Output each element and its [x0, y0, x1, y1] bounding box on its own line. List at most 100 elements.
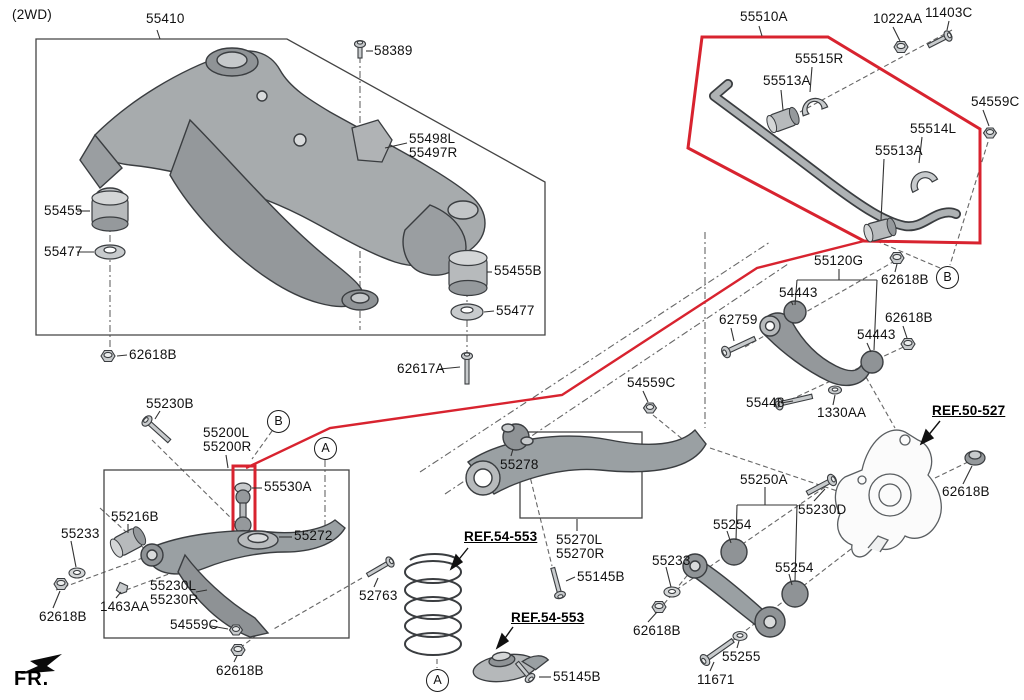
part-label-55448: 55448 [746, 395, 785, 410]
nut-62618B-low-icon [230, 643, 246, 657]
part-label-55498L: 55498L [409, 131, 456, 146]
part-label-55513A-2: 55513A [875, 143, 923, 158]
bolt-55448-icon [774, 393, 814, 411]
part-label-55513A-1: 55513A [763, 73, 811, 88]
grommet-62618B-knuckle [964, 450, 986, 466]
bolts [141, 30, 953, 683]
datum-circle-A-2: A [426, 669, 449, 692]
lower-arm-box [103, 469, 350, 639]
bolt-55145B-lower-icon [514, 660, 536, 683]
washer-55233-icon [68, 567, 86, 579]
part-label-55514L: 55514L [910, 121, 957, 136]
part-label-55455B: 55455B [494, 263, 542, 278]
datum-circle-B-2: B [267, 410, 290, 433]
part-label-55254-1: 55254 [713, 517, 752, 532]
part-label-62618B-2: 62618B [881, 272, 929, 287]
part-label-1330AA: 1330AA [817, 405, 867, 420]
nut-54559C-icon [982, 127, 998, 139]
nut-54559C-low-icon [228, 624, 244, 636]
part-label-55497R: 55497R [409, 144, 458, 160]
part-label-55255: 55255 [722, 649, 761, 664]
callout-leaders [52, 20, 990, 678]
part-label-55270L: 55270L [556, 532, 603, 547]
group-boxes [35, 38, 643, 639]
part-label-55278: 55278 [500, 457, 539, 472]
part-label-54443-1: 54443 [779, 285, 818, 300]
bushing-55254-upper [720, 538, 748, 566]
part-label-54559C-3: 54559C [170, 617, 219, 632]
bolt-55230B-icon [141, 415, 172, 444]
bolt-62617A-icon [460, 351, 474, 385]
washer-1330AA-icon [827, 385, 843, 395]
part-label-55200R: 55200R [203, 438, 252, 454]
part-label-55477-left: 55477 [44, 244, 83, 259]
nut-62618B-b-icon [889, 251, 905, 265]
part-label-55233-2: 55233 [652, 553, 691, 568]
nut-62618B-icon [100, 349, 116, 363]
part-label-1463AA: 1463AA [100, 599, 150, 614]
part-label-55230L: 55230L [150, 578, 197, 593]
part-label-55270L-55270R: 55270L 55270R [556, 533, 605, 560]
knuckle-illustration [834, 429, 942, 558]
bolt-11671-icon [699, 637, 735, 666]
bushing-55278 [501, 423, 534, 451]
part-label-54559C-1: 54559C [971, 94, 1020, 109]
nut-1022AA-icon [893, 40, 909, 54]
part-label-55515R: 55515R [795, 51, 844, 66]
part-label-62618B-4: 62618B [942, 484, 990, 499]
washer-55255-icon [732, 630, 748, 642]
part-label-55230D: 55230D [798, 502, 847, 517]
part-label-55200L-55200R: 55200L 55200R [203, 426, 252, 453]
part-label-55498L-55497R: 55498L 55497R [409, 132, 458, 159]
bolt-52763-icon [365, 556, 395, 578]
clamp-55514L [910, 171, 939, 194]
datum-circle-A-1: A [314, 437, 337, 460]
part-label-11403C: 11403C [925, 5, 973, 20]
part-label-54559C-2: 54559C [627, 375, 676, 390]
bushing-55455 [91, 190, 129, 232]
part-label-55145B-1: 55145B [577, 569, 625, 584]
bushing-54443-lower [860, 350, 884, 374]
part-label-55145B-2: 55145B [553, 669, 601, 684]
part-label-54443-2: 54443 [857, 327, 896, 342]
part-label-1022AA: 1022AA [873, 11, 923, 26]
bushing-55513A-right [863, 217, 897, 243]
upper-arm-illustration [759, 300, 884, 387]
part-label-55233-1: 55233 [61, 526, 100, 541]
part-label-55230R: 55230R [150, 591, 199, 607]
bolt-58389-icon [353, 39, 367, 59]
nut-62618B-rod-icon [651, 600, 667, 614]
part-label-55230B: 55230B [146, 396, 194, 411]
part-label-62618B-7: 62618B [633, 623, 681, 638]
part-label-62617A: 62617A [397, 361, 445, 376]
part-label-55230L-55230R: 55230L 55230R [150, 579, 199, 606]
part-label-55455: 55455 [44, 203, 83, 218]
bushing-55216B [109, 526, 147, 558]
part-label-62618B-6: 62618B [216, 663, 264, 678]
part-label-55250A: 55250A [740, 472, 788, 487]
part-label-62759: 62759 [719, 312, 758, 327]
ref-arrows [449, 420, 941, 650]
highlight-leader-line [245, 239, 865, 470]
bolt-11403C-icon [926, 30, 953, 49]
washer-55477-center [450, 303, 484, 321]
clip-1463AA-icon [115, 581, 129, 595]
part-label-55530A: 55530A [264, 479, 312, 494]
washer-55233-right-icon [663, 586, 681, 598]
bolt-62759-icon [721, 335, 757, 359]
part-label-55510A: 55510A [740, 9, 788, 24]
bushing-55455B [448, 249, 488, 297]
fr-direction-arrow-icon [20, 654, 62, 674]
nut-54559C-mid-icon [642, 402, 658, 414]
spring-pad-illustration [472, 651, 550, 683]
part-label-55200L: 55200L [203, 425, 250, 440]
part-label-55410: 55410 [146, 11, 185, 26]
bushing-55513A-left [766, 106, 800, 134]
crossmember-illustration [79, 47, 486, 311]
part-label-62618B-1: 62618B [129, 347, 177, 362]
datum-circle-B-1: B [936, 266, 959, 289]
part-label-62618B-3: 62618B [885, 310, 933, 325]
clamp-55515R [801, 97, 829, 117]
